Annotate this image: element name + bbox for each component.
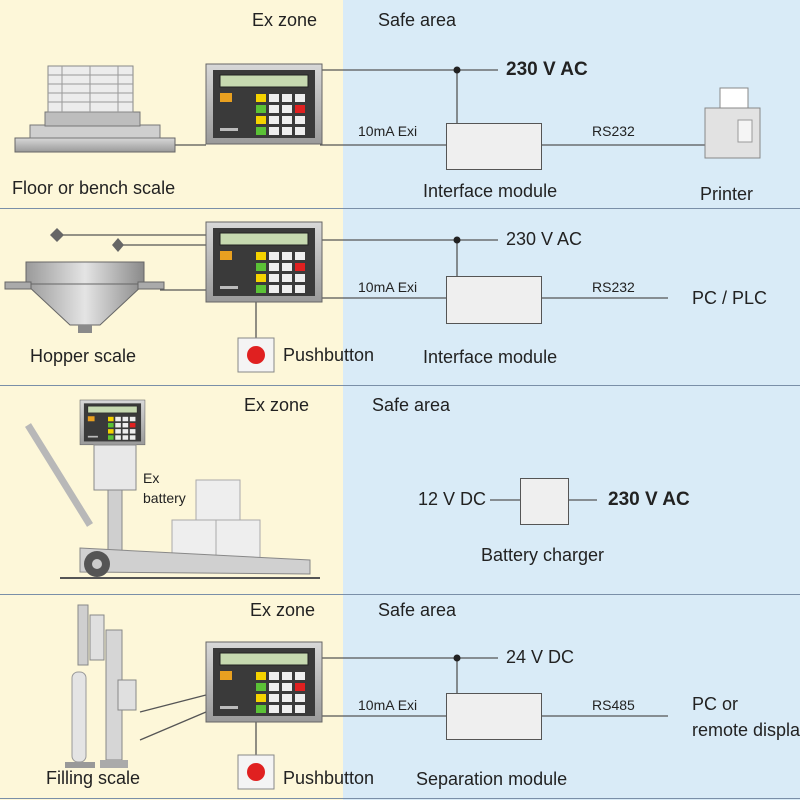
battery-label-line2: battery <box>143 490 186 506</box>
floor-scale-illustration <box>14 65 176 153</box>
safe-area-label: Safe area <box>378 600 457 620</box>
weighing-terminal <box>205 221 323 303</box>
wiring <box>60 69 705 755</box>
section-divider <box>0 594 800 595</box>
ex-zone-label: Ex zone <box>252 10 318 30</box>
safe-area-label: Safe area <box>378 10 457 30</box>
ac-label: 230 V AC <box>608 489 690 510</box>
weighing-terminal <box>79 399 146 446</box>
module-label: Separation module <box>416 769 568 789</box>
power-label: 24 V DC <box>506 647 575 667</box>
printer-illustration <box>704 87 761 159</box>
power-label: 230 V AC <box>506 59 588 80</box>
section-divider <box>0 208 800 209</box>
filling-scale-illustration <box>65 604 137 768</box>
link-label: 10mA Exi <box>358 697 418 713</box>
module-label: Interface module <box>423 347 558 367</box>
power-label: 230 V AC <box>506 229 583 249</box>
junction-dot <box>453 66 461 74</box>
interface-module-box <box>446 276 542 324</box>
charger-label: Battery charger <box>481 545 605 565</box>
battery-label-line1: Ex <box>143 470 160 486</box>
section-divider <box>0 385 800 386</box>
separation-module-box <box>446 693 542 740</box>
link-label: 10mA Exi <box>358 279 418 295</box>
device-label: PC / PLC <box>692 288 768 308</box>
hopper-scale-illustration <box>4 228 165 333</box>
junction-dot <box>453 236 461 244</box>
device-label: Printer <box>700 184 754 204</box>
pushbutton-label: Pushbutton <box>283 345 375 365</box>
pushbutton-illustration <box>237 754 275 790</box>
ex-zone-label: Ex zone <box>250 600 316 620</box>
interface-label: RS232 <box>592 123 635 139</box>
pallet-truck-illustration <box>25 423 320 579</box>
junction-dot <box>453 654 461 662</box>
scale-label: Floor or bench scale <box>12 178 176 198</box>
interface-module-box <box>446 123 542 170</box>
interface-label: RS485 <box>592 697 635 713</box>
weighing-terminal <box>205 63 323 145</box>
device-label-line1: PC or <box>692 694 739 714</box>
interface-label: RS232 <box>592 279 635 295</box>
ex-zone-label: Ex zone <box>244 395 310 415</box>
safe-area-label: Safe area <box>372 395 451 415</box>
battery-charger-box <box>520 478 569 525</box>
module-label: Interface module <box>423 181 558 201</box>
dc-label: 12 V DC <box>418 489 487 509</box>
weighing-terminal <box>205 641 323 723</box>
scale-label: Filling scale <box>46 768 141 788</box>
pushbutton-label: Pushbutton <box>283 768 375 788</box>
device-label-line2: remote display <box>692 720 800 740</box>
link-label: 10mA Exi <box>358 123 418 139</box>
pushbutton-illustration <box>237 337 275 373</box>
section-divider <box>0 798 800 799</box>
scale-label: Hopper scale <box>30 346 137 366</box>
